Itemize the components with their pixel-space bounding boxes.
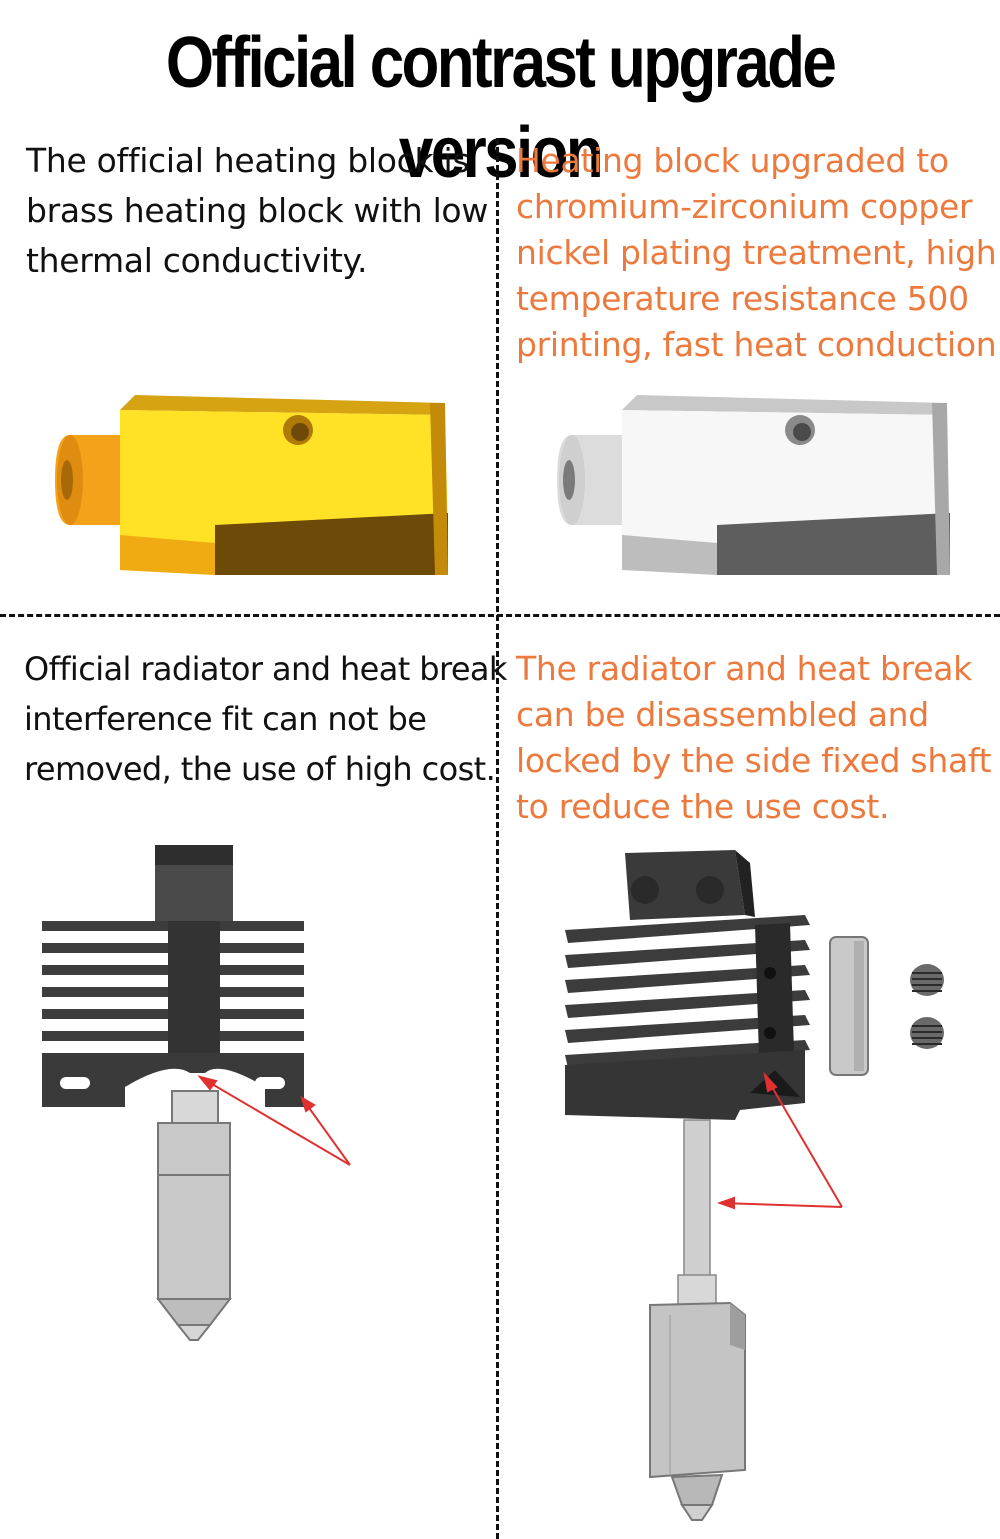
text-line: The radiator and heat break: [516, 649, 972, 688]
page-title: Official contrast upgrade version: [165, 23, 837, 193]
text-line: nickel plating treatment, high: [516, 233, 997, 272]
text-line: removed, the use of high cost.: [24, 750, 496, 788]
brass-block-description: The official heating block is brass heat…: [26, 136, 488, 286]
official-radiator-description: Official radiator and heat break interfe…: [24, 644, 507, 794]
horizontal-divider: [0, 614, 1000, 617]
text-line: brass heating block with low: [26, 191, 489, 230]
set-screw-icon: [910, 964, 944, 996]
text-line: can be disassembled and: [516, 695, 929, 734]
upgraded-heating-block-image: [557, 395, 950, 575]
text-line: interference fit can not be: [24, 700, 427, 738]
official-radiator-image: [42, 845, 351, 1341]
text-line: The official heating block is: [26, 141, 470, 180]
upgraded-radiator-image: [565, 850, 944, 1521]
upgraded-block-description: Heating block upgraded to chromium-zirco…: [516, 138, 1000, 368]
text-line: temperature resistance 500: [516, 279, 969, 318]
upgraded-radiator-description: The radiator and heat break can be disas…: [516, 646, 992, 830]
text-line: Heating block upgraded to: [516, 141, 949, 180]
set-screw-icon: [910, 1017, 944, 1049]
text-line: thermal conductivity.: [26, 241, 368, 280]
vertical-divider: [496, 138, 499, 1539]
text-line: chromium-zirconium copper: [516, 187, 973, 226]
text-line: printing, fast heat conduction.: [516, 325, 1000, 364]
text-line: locked by the side fixed shaft: [516, 741, 992, 780]
brass-heating-block-image: [55, 395, 448, 575]
text-line: Official radiator and heat break: [24, 650, 507, 688]
text-line: to reduce the use cost.: [516, 787, 890, 826]
